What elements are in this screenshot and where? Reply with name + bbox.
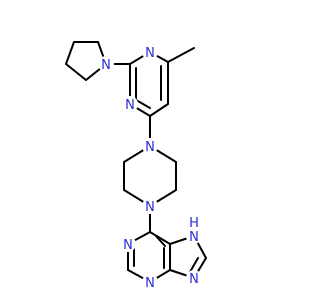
svg-text:N: N [145, 200, 155, 215]
svg-text:N: N [123, 238, 133, 253]
atom-label-n-purine-imidazole-h: N H [186, 216, 202, 245]
atom-label-n-pyrimidine-3: N [122, 96, 138, 113]
piperazine-ring [123, 145, 177, 207]
svg-text:N: N [125, 98, 135, 113]
svg-text:N: N [145, 276, 155, 291]
svg-text:N: N [101, 58, 111, 73]
methyl-bond [167, 47, 195, 63]
svg-text:N: N [189, 272, 199, 287]
atom-label-h-purine: H [189, 216, 199, 231]
atom-label-n-piperazine-top: N [142, 138, 158, 155]
atom-label-n-pyrrolidine: N [98, 56, 114, 73]
svg-text:N: N [145, 140, 155, 155]
svg-text:N: N [189, 230, 199, 245]
atom-label-n-pyrimidine-1: N [142, 44, 158, 61]
molecule-structure: N N N N N N H N N N [65, 41, 207, 291]
svg-text:N: N [145, 46, 155, 61]
atom-label-n-purine-imidazole: N [186, 270, 202, 287]
atom-label-n-purine-pyrimidine-1: N [120, 236, 136, 253]
purine-imidazole-ring [169, 235, 207, 279]
atom-label-n-piperazine-bottom: N [142, 198, 158, 215]
atom-label-n-purine-pyrimidine-3: N [142, 274, 158, 291]
